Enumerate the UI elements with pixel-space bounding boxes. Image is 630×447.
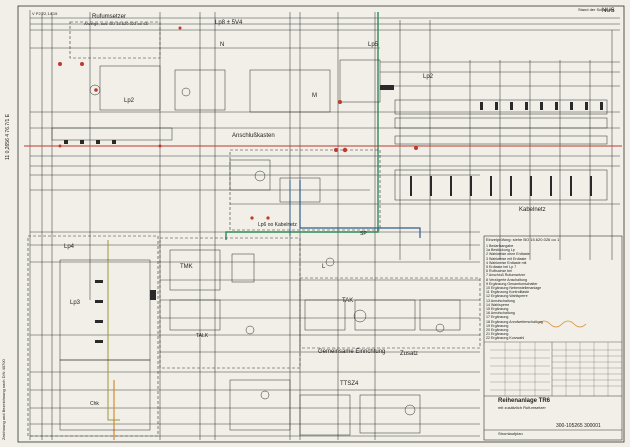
contact-rows (51, 59, 608, 436)
red-markers (58, 26, 418, 220)
block-lp3: Lp3 (70, 300, 81, 306)
block-talk: TALK (196, 333, 209, 339)
block-lp2-right: Lp2 (423, 74, 434, 80)
block-n: N (220, 42, 225, 48)
note-item: 1a Bestückung Lp (486, 248, 515, 253)
note-item: 14 Wahlsperre (486, 302, 510, 307)
note-item: 6 Rufbuchse bei (486, 269, 512, 274)
note-item: 2 Wahlweise ohne Erdtaste (486, 252, 530, 257)
block-lp2-left: Lp2 (124, 98, 135, 104)
note-item: 18 Ergänzung Anrufweiterschaltung (486, 319, 543, 324)
block-tmk: TMK (180, 264, 193, 270)
title-block-company: Stromlaufplan (498, 431, 523, 436)
title-block-title: Reihenanlage TR6 (498, 398, 551, 404)
note-item: 9 Ergänzung Gesamtumschalter (486, 281, 538, 286)
left-vertical-code: 11 0,2656 4 76.7/1 E (5, 113, 11, 160)
sheet-border (17, 5, 625, 443)
note-item: 10 Ergänzung Nebenstellenanlage (486, 286, 542, 291)
block-zusatz: Zusatz (400, 351, 419, 357)
note-item: 4 Wahlweise Erdtaste mit (486, 260, 527, 265)
note-item: 5 Erdtaste bei Lp 7 (486, 265, 517, 270)
note-item: 3 Wahlweise mit Erdtaste (486, 256, 527, 261)
top-right-title: NUS (602, 8, 615, 14)
title-block-subtitle: mit zusätzlich Rufumsetzer (498, 405, 546, 410)
handwritten-note (537, 320, 587, 328)
note-item: 7 Anschluß Rufumsetzer (486, 273, 526, 278)
block-sp: SP (360, 231, 367, 237)
note-item: 15 Ergänzung (486, 307, 509, 312)
block-lp4: Lp4 (64, 244, 75, 250)
block-lp8: Lp8 ± 5V4 (215, 20, 243, 26)
block-rufumsetzer: Rufumsetzer (92, 14, 127, 20)
horizontal-bus-lines (30, 17, 620, 437)
note-item: 21 Ergänzung (486, 332, 509, 337)
block-lp6: Lp6 oo Kabelnetz (258, 222, 297, 228)
note-item: 17 Ergänzung (486, 315, 509, 320)
block-m: M (312, 93, 317, 99)
note-item: 1 Bedarfsangabe (486, 244, 514, 248)
vertical-bus-lines (29, 10, 613, 440)
title-block-frame (483, 235, 623, 441)
block-l: L (322, 264, 326, 270)
component-marks (64, 85, 603, 343)
olive-bus (107, 240, 120, 421)
block-ttsz: TTSZ4 (340, 381, 359, 387)
block-kabelnetz: Kabelnetz (519, 207, 546, 213)
title-block-drawing-no: 300-105265 300001 (556, 423, 601, 429)
top-left-code: V P2,22,14,15 (32, 11, 58, 16)
note-item: 22 Ergänzung Kurzwahl (486, 336, 525, 341)
block-rufumsetzer-sub: Anzeige, aus: BO 15.620.023 oo 43/ (84, 21, 149, 26)
notes-header: Einzelprüfung: siehe BO 15.620.026 oo 1 (486, 237, 560, 242)
order-table-grid (490, 342, 622, 396)
block-tak: TAK (342, 298, 354, 304)
note-item: 19 Ergänzung (486, 323, 509, 328)
block-lp5: Lp5 (368, 42, 379, 48)
relay-coils (89, 84, 445, 416)
left-notes: Zeichnung und Bezeichnung nach DIN 40700 (1, 359, 6, 440)
note-item: 12 Ergänzung Wahlsperre (486, 294, 528, 299)
blue-bus (299, 180, 421, 238)
dashed-boundaries (27, 21, 481, 437)
block-chk: Chk (90, 401, 99, 407)
note-item: 20 Ergänzung (486, 328, 509, 333)
note-item: 8 Verzögerte Anschaltung (486, 277, 527, 282)
note-item: 11 Ergänzung Kontrolltaste (486, 290, 530, 295)
note-item: 13 Anrufschaltung (486, 298, 515, 303)
block-gemeinsame: Gemeinsame Einrichtung (318, 349, 386, 355)
note-item: 16 Anrufschaltung (486, 311, 515, 316)
green-bus (225, 12, 379, 240)
top-right-sub: Stand der Schaltung (578, 7, 615, 12)
block-anschlusskasten: Anschlußkasten (232, 133, 275, 139)
